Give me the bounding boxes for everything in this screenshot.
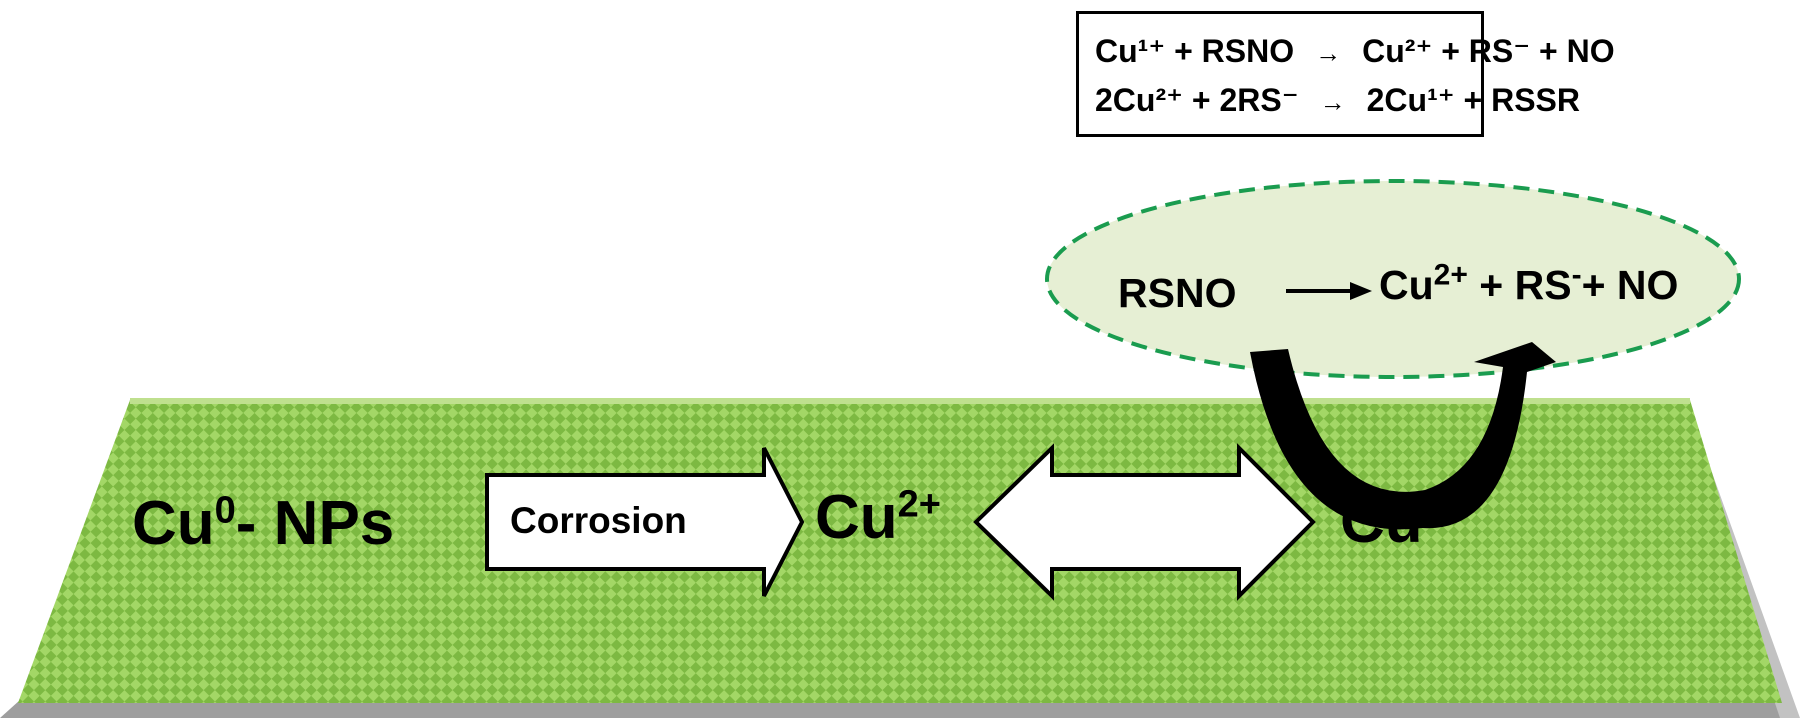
cu0-nps-label: Cu0- NPs: [132, 488, 394, 559]
cu0-charge: 0: [214, 489, 236, 532]
products-cu-charge: 2+: [1433, 258, 1468, 292]
cu2-base: Cu: [815, 483, 898, 552]
equation-1-arrow: →: [1315, 38, 1342, 68]
catalytic-curved-arrow: [1250, 342, 1556, 530]
equation-1-lhs: Cu¹⁺ + RSNO: [1095, 33, 1295, 69]
products-no: + NO: [1581, 262, 1679, 308]
cu1-charge: 1+: [1422, 487, 1466, 530]
ellipse-reaction-arrowhead: [1350, 282, 1372, 300]
products-rs: + RS: [1467, 262, 1572, 308]
equation-2-arrow: →: [1319, 87, 1346, 117]
cu1-label: Cu1+: [1340, 486, 1466, 557]
corrosion-label: Corrosion: [510, 500, 687, 541]
products-cu: Cu: [1379, 262, 1434, 308]
surface-side-edge: [0, 700, 1800, 718]
solution-ellipse: [1045, 179, 1741, 379]
cu2-label: Cu2+: [815, 482, 941, 553]
cu0-base: Cu: [132, 489, 215, 558]
equation-1-rhs: Cu²⁺ + RS⁻ + NO: [1362, 33, 1615, 69]
cu0-suffix: - NPs: [235, 489, 395, 558]
surface-top-edge: [130, 398, 1690, 404]
cu2-charge: 2+: [897, 483, 941, 526]
equation-2: 2Cu²⁺ + 2RS⁻ → 2Cu¹⁺ + RSSR: [1095, 81, 1580, 119]
equation-2-lhs: 2Cu²⁺ + 2RS⁻: [1095, 82, 1299, 118]
equations-box: Cu¹⁺ + RSNO → Cu²⁺ + RS⁻ + NO 2Cu²⁺ + 2RS⁻…: [1076, 11, 1615, 137]
ellipse-products-label: Cu2+ + RS-+ NO: [1379, 260, 1679, 309]
ellipse-reactant-label: RSNO: [1118, 270, 1237, 316]
equation-2-rhs: 2Cu¹⁺ + RSSR: [1366, 82, 1580, 118]
cu1-base: Cu: [1340, 487, 1423, 556]
products-rs-charge: -: [1571, 258, 1582, 292]
equation-1: Cu¹⁺ + RSNO → Cu²⁺ + RS⁻ + NO: [1095, 32, 1615, 70]
equilibrium-double-arrow: [973, 443, 1316, 601]
corrosion-arrow: [485, 447, 805, 597]
